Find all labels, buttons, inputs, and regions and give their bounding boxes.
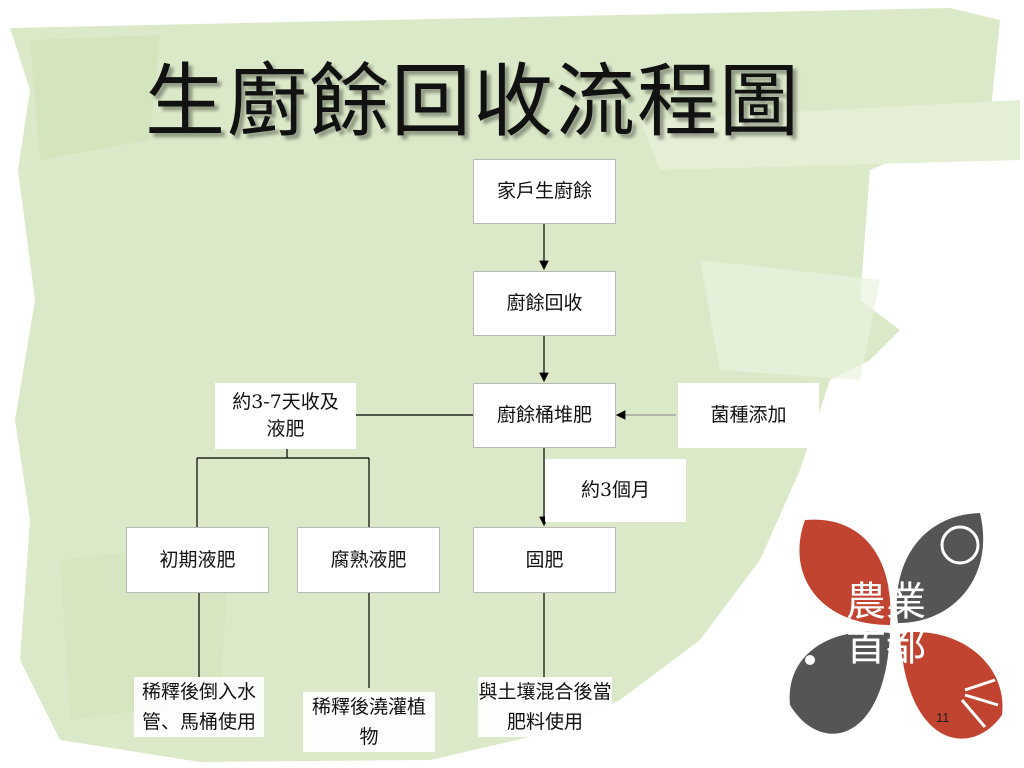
mature-liquid-fertilizer-label: 腐熟液肥 [330, 548, 407, 571]
three-months-box: 約3個月 [545, 459, 686, 522]
bacteria-addition-label: 菌種添加 [710, 404, 787, 426]
liquid-collection-box: 約3-7天收及液肥 [215, 383, 356, 449]
mature-liquid-fertilizer-box: 腐熟液肥 [297, 527, 440, 593]
dilute-water-note: 稀釋後澆灌植物 [303, 692, 435, 752]
household-food-waste-label: 家戶生廚餘 [496, 180, 592, 202]
compost-bin-label: 廚餘桶堆肥 [496, 404, 592, 426]
liquid-collection-label: 約3-7天收及液肥 [232, 391, 339, 440]
agriculture-capital-logo: 農業 首都 [789, 513, 1003, 739]
compost-bin-box: 廚餘桶堆肥 [473, 383, 616, 448]
solid-fertilizer-label: 固肥 [525, 548, 564, 571]
early-liquid-fertilizer-label: 初期液肥 [159, 548, 236, 571]
food-waste-collection-label: 廚餘回收 [506, 292, 583, 314]
page-title: 生廚餘回收流程圖 [145, 55, 801, 148]
early-liquid-fertilizer-box: 初期液肥 [126, 527, 269, 593]
solid-fertilizer-box: 固肥 [473, 527, 616, 593]
three-months-label: 約3個月 [580, 479, 651, 501]
household-food-waste-box: 家戶生廚餘 [473, 159, 616, 224]
bacteria-addition-box: 菌種添加 [678, 383, 819, 448]
dilute-pour-note: 稀釋後倒入水管、馬桶使用 [134, 677, 264, 737]
logo-text-top: 農業 [846, 580, 926, 624]
food-waste-collection-box: 廚餘回收 [473, 271, 616, 336]
logo-text-bottom: 首都 [846, 625, 926, 669]
page-number: 11 [936, 710, 950, 725]
mix-soil-note: 與土壤混合後當肥料使用 [478, 677, 612, 737]
